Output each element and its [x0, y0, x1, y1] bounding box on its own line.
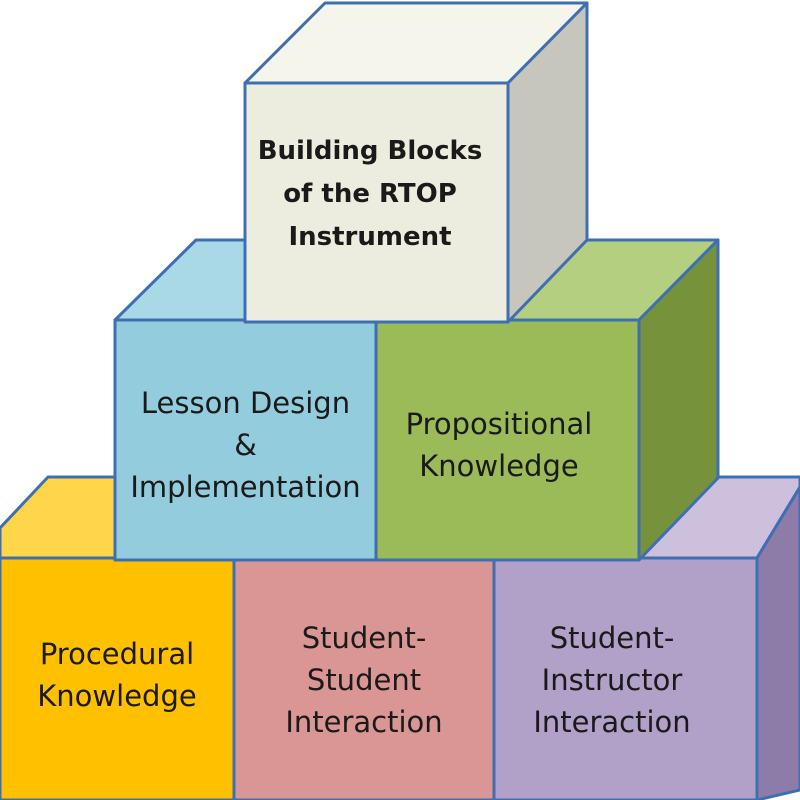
block-procedural-front — [0, 556, 236, 800]
block-building-blocks-front — [243, 81, 510, 324]
block-propositional-front — [374, 318, 641, 562]
block-student-instructor-front — [492, 556, 759, 800]
block-lesson-design-front — [113, 318, 378, 562]
block-building-blocks — [243, 1, 589, 324]
block-student-student-front — [232, 556, 496, 800]
